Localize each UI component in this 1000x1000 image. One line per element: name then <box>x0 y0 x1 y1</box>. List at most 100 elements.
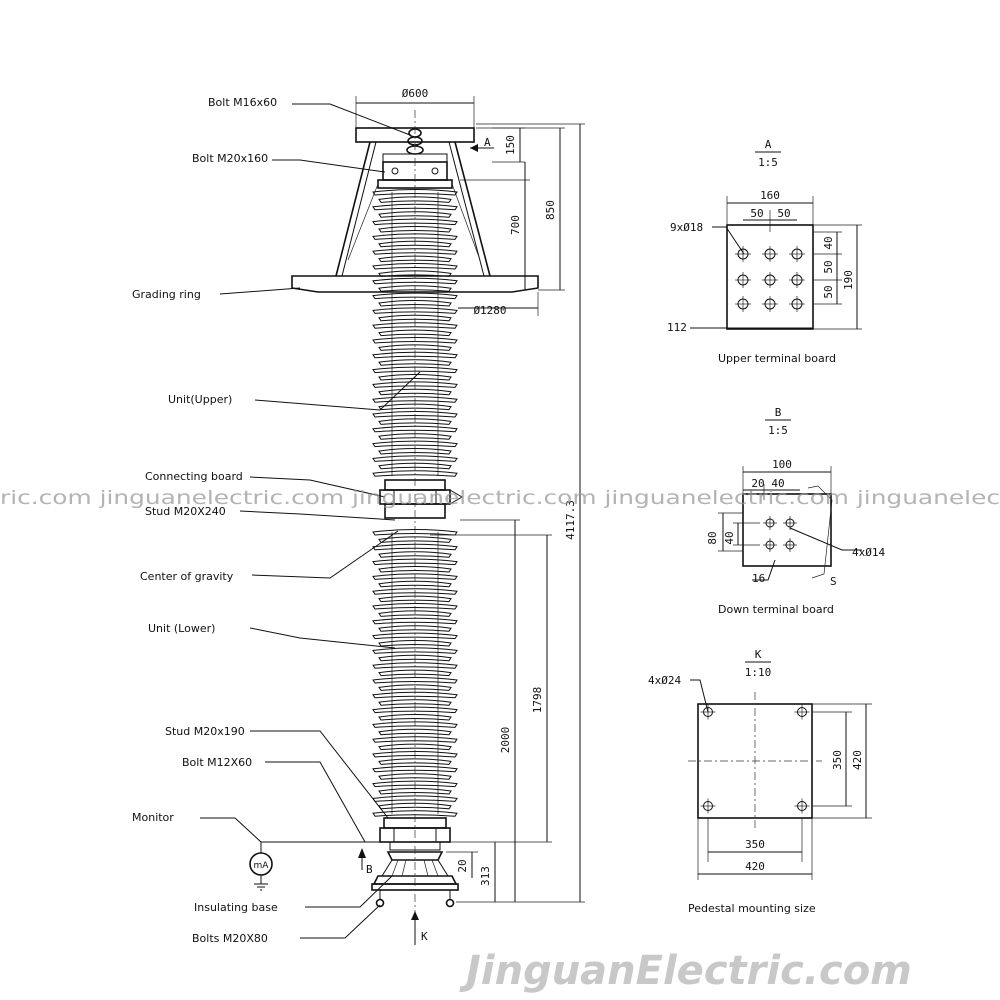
shed <box>378 462 452 470</box>
shed <box>378 773 452 780</box>
shed <box>372 189 458 196</box>
shed <box>372 632 458 640</box>
label-unit-upper: Unit(Upper) <box>168 393 232 406</box>
shed <box>372 381 458 388</box>
arrester-elevation: mA <box>249 110 539 945</box>
dim-1798: 1798 <box>531 687 544 714</box>
leader-labels: Bolt M16x60 Bolt M20x160 Grading ring Un… <box>132 96 278 945</box>
label-bolt-m16: Bolt M16x60 <box>208 96 277 109</box>
shed <box>372 558 458 566</box>
label-grading-ring: Grading ring <box>132 288 201 301</box>
pedestal-view: K 1:10 350 420 350 420 4xØ24 Pedestal mo… <box>648 648 872 915</box>
dim-2000: 2000 <box>499 727 512 754</box>
pedestal-view-scale: 1:10 <box>745 666 772 679</box>
shed <box>378 758 452 765</box>
down-dim-20: 20 <box>751 477 764 490</box>
shed <box>378 196 452 203</box>
upper-dim-50c: 50 <box>822 260 835 273</box>
down-dim-100: 100 <box>772 458 792 471</box>
upper-holes-spec: 9xØ18 <box>670 221 703 234</box>
dim-313: 313 <box>479 866 492 886</box>
shed <box>372 662 458 669</box>
shed <box>372 617 458 625</box>
shed <box>378 669 452 677</box>
upper-board-title: Upper terminal board <box>718 352 836 365</box>
shed <box>372 337 458 344</box>
shed <box>372 780 458 788</box>
pedestal-dim-350v: 350 <box>831 750 844 770</box>
brand-watermark: JinguanElectric.com <box>459 948 912 994</box>
shed <box>372 647 458 654</box>
down-board-title: Down terminal board <box>718 603 834 616</box>
shed <box>372 277 458 285</box>
shed <box>378 551 452 558</box>
shed <box>372 322 458 329</box>
shed <box>378 684 452 691</box>
shed <box>372 706 458 714</box>
insulating-base <box>371 851 459 908</box>
shed <box>378 285 452 292</box>
shed <box>372 292 458 300</box>
leader-lines <box>200 103 421 939</box>
pedestal-view-ref: K <box>755 648 762 661</box>
shed <box>372 396 458 403</box>
shed <box>378 580 452 588</box>
view-ref-k: K <box>421 930 428 943</box>
down-view-ref: B <box>775 406 782 419</box>
view-k-arrow <box>411 911 419 945</box>
upper-unit-sheds <box>372 189 458 477</box>
view-ref-a: A <box>484 136 491 149</box>
label-connecting-board: Connecting board <box>145 470 243 483</box>
upper-dim-50d: 50 <box>822 285 835 298</box>
shed <box>378 270 452 277</box>
shed <box>378 359 452 366</box>
shed <box>372 425 458 433</box>
shed <box>372 603 458 610</box>
shed <box>378 300 452 307</box>
watermark-strip: ric.com jinguanelectric.com jinguanelect… <box>0 487 1000 509</box>
view-ref-b: B <box>366 863 373 876</box>
shed <box>378 625 452 632</box>
label-stud-240: Stud M20X240 <box>145 505 226 518</box>
pedestal-holes-spec: 4xØ24 <box>648 674 681 687</box>
main-dimension-lines <box>355 96 585 903</box>
shed <box>378 388 452 396</box>
shed <box>378 448 452 455</box>
shed <box>378 595 452 603</box>
down-dim-40v: 40 <box>723 531 736 544</box>
grading-ring <box>291 275 539 293</box>
shed <box>378 610 452 617</box>
dim-150: 150 <box>504 135 517 155</box>
shed <box>372 351 458 359</box>
dim-700: 700 <box>509 215 522 235</box>
label-bolt-m12: Bolt M12X60 <box>182 756 252 769</box>
dim-d1280: Ø1280 <box>473 304 506 317</box>
shed <box>372 795 458 802</box>
shed <box>372 366 458 374</box>
lower-unit-sheds <box>372 529 458 817</box>
shed <box>372 573 458 580</box>
svg-text:mA: mA <box>254 861 270 871</box>
pedestal-holes <box>700 704 810 814</box>
grading-ring-struts <box>335 141 491 277</box>
shed <box>378 788 452 795</box>
upper-dim-50b: 50 <box>777 207 790 220</box>
label-bolt-m20: Bolt M20x160 <box>192 152 268 165</box>
pedestal-dim-420v: 420 <box>851 750 864 770</box>
down-dim-s: S <box>830 575 837 588</box>
label-insulating-base: Insulating base <box>194 901 278 914</box>
upper-dim-160: 160 <box>760 189 780 202</box>
upper-terminal-board-view: A 1:5 160 50 50 40 50 50 190 9xØ18 112 U… <box>667 138 862 365</box>
shed <box>372 810 458 817</box>
shed <box>378 566 452 573</box>
shed <box>378 403 452 411</box>
shed <box>378 699 452 706</box>
monitor-device: mA <box>249 841 380 891</box>
shed <box>378 433 452 440</box>
dim-4117: 4117.3 <box>564 500 577 540</box>
shed <box>372 470 458 477</box>
shed <box>378 743 452 751</box>
down-board-plate <box>742 493 832 567</box>
shed <box>378 374 452 381</box>
